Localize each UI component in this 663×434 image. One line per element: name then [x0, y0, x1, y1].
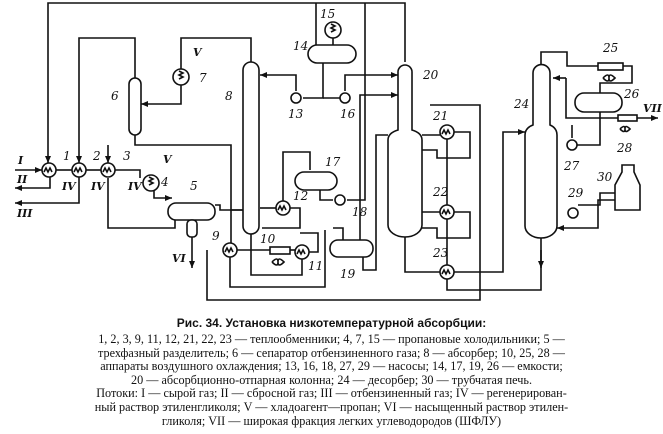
stream-II: II: [16, 173, 28, 186]
label-10: 10: [260, 232, 276, 246]
label-5: 5: [190, 179, 198, 193]
caption-line: аппараты воздушного охлаждения; 13, 16, …: [100, 359, 563, 374]
vessel-26: [574, 92, 623, 113]
caption-line: 1, 2, 3, 9, 11, 12, 21, 22, 23 — теплооб…: [98, 332, 565, 346]
separator-6: [128, 77, 142, 136]
pump-29: [567, 207, 579, 219]
label-1: 1: [63, 149, 71, 163]
label-29: 29: [567, 186, 584, 200]
label-19: 19: [340, 267, 356, 281]
label-13: 13: [288, 107, 304, 121]
label-17: 17: [325, 155, 341, 169]
vessel-17: [294, 171, 338, 191]
equipment-labels: 1 2 3 4 5 6 7 8 9 10 11 12 13 14 15 16 1…: [63, 7, 640, 281]
propane-cooler-15: [324, 21, 342, 39]
heat-exchanger-11: [294, 244, 310, 260]
heat-exchanger-1: [41, 162, 57, 178]
air-cooler-10: [269, 246, 291, 266]
pipelines: [15, 2, 658, 301]
label-23: 23: [432, 246, 449, 260]
label-25: 25: [602, 41, 618, 55]
propane-cooler-4: [142, 174, 160, 192]
label-3: 3: [123, 149, 131, 163]
label-14: 14: [293, 39, 308, 53]
label-28: 28: [616, 141, 633, 155]
label-6: 6: [111, 89, 119, 103]
label-2: 2: [92, 149, 101, 163]
desorber-24: [524, 63, 558, 239]
stream-I: I: [17, 154, 24, 167]
heat-exchanger-12: [275, 200, 291, 216]
stream-IV-3: IV: [127, 180, 143, 193]
stream-V-2: V: [163, 153, 173, 166]
heat-exchanger-9: [222, 242, 238, 258]
pump-27: [566, 139, 578, 151]
label-8: 8: [225, 89, 233, 103]
heat-exchanger-23: [439, 264, 455, 280]
label-26: 26: [623, 87, 640, 101]
stream-labels: I II III IV IV IV V V VI VII: [16, 46, 663, 265]
label-7: 7: [199, 71, 207, 85]
vessel-14: [307, 44, 357, 64]
pump-18: [334, 194, 346, 206]
stream-VI: VI: [172, 252, 187, 265]
caption-line: гликоля; VII — широкая фракция легких уг…: [161, 413, 502, 428]
stream-IV-2: IV: [90, 180, 106, 193]
equipment: [41, 21, 641, 280]
stream-III: III: [16, 207, 33, 220]
stream-VII: VII: [643, 102, 663, 115]
label-9: 9: [212, 229, 220, 243]
label-30: 30: [597, 170, 613, 184]
separator-5: [167, 202, 216, 238]
heat-exchanger-21: [439, 124, 455, 140]
caption-line: Потоки: I — сырой газ; II — сбросной газ…: [96, 386, 567, 401]
label-27: 27: [563, 159, 580, 173]
label-21: 21: [432, 109, 448, 123]
pump-16: [339, 92, 351, 104]
stream-V-1: V: [193, 46, 203, 59]
process-flow-diagram: 1 2 3 4 5 6 7 8 9 10 11 12 13 14 15 16 1…: [15, 2, 663, 301]
air-cooler-28: [617, 114, 638, 133]
caption-line: трехфазный разделитель; 6 — сепаратор от…: [98, 345, 565, 360]
absorber-8: [242, 61, 260, 235]
pump-13: [290, 92, 302, 104]
label-4: 4: [160, 175, 169, 189]
caption-line: 20 — абсорбционно-отпарная колонна; 24 —…: [130, 372, 532, 387]
label-16: 16: [340, 107, 356, 121]
label-11: 11: [308, 259, 323, 273]
caption-title: Рис. 34. Установка низкотемпературной аб…: [176, 316, 487, 330]
stream-IV-1: IV: [61, 180, 77, 193]
label-24: 24: [513, 97, 529, 111]
heat-exchanger-3: [100, 162, 116, 178]
absorption-stripping-column-20: [387, 64, 423, 238]
label-15: 15: [320, 7, 335, 21]
heat-exchanger-22: [439, 204, 455, 220]
propane-cooler-7: [172, 68, 190, 86]
vessel-19: [329, 239, 374, 258]
label-18: 18: [352, 205, 368, 219]
label-22: 22: [432, 185, 448, 199]
heat-exchanger-2: [71, 162, 87, 178]
air-cooler-25: [597, 62, 624, 82]
caption-line: ный раствор этиленгликоля; V — хладоаген…: [94, 399, 569, 414]
figure-caption: Рис. 34. Установка низкотемпературной аб…: [0, 316, 663, 428]
tube-furnace-30: [614, 164, 641, 211]
label-20: 20: [422, 68, 439, 82]
label-12: 12: [293, 189, 308, 203]
